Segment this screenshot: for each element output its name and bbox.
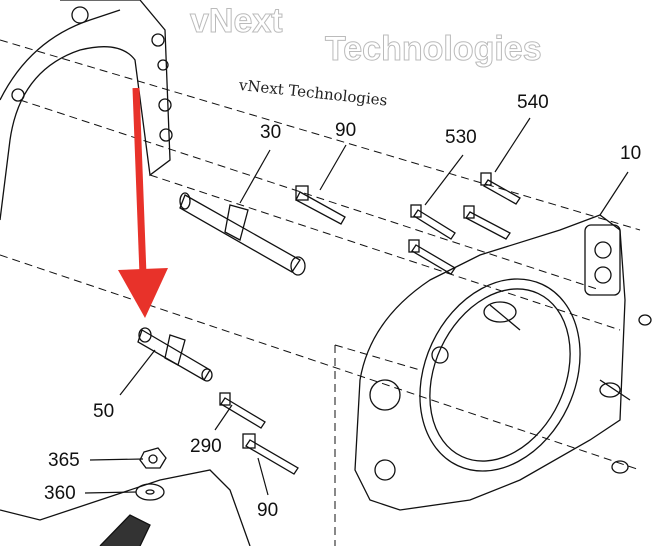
callout-540: 540: [517, 92, 549, 113]
callout-530: 530: [445, 127, 477, 148]
callout-90-bottom: 90: [257, 500, 279, 521]
frame-plate: [0, 0, 171, 221]
callout-10: 10: [620, 143, 642, 164]
washer-right: [638, 314, 652, 326]
callout-90-top: 90: [335, 120, 357, 141]
part-365-nut: [139, 447, 167, 469]
callout-360: 360: [44, 483, 76, 504]
bolts: [219, 172, 521, 475]
red-arrow-indicator: [118, 87, 168, 318]
part-30-pin: [179, 192, 306, 276]
watermark-large-vnext: vNext: [190, 2, 284, 41]
o-ring: [611, 460, 629, 474]
part-50-pin: [137, 327, 213, 382]
callout-290: 290: [190, 436, 222, 457]
callout-30: 30: [260, 122, 282, 143]
callout-50: 50: [93, 401, 115, 422]
watermark-large-technologies: Technologies: [325, 30, 543, 69]
part-10-housing: [354, 214, 631, 511]
callout-365: 365: [48, 450, 80, 471]
